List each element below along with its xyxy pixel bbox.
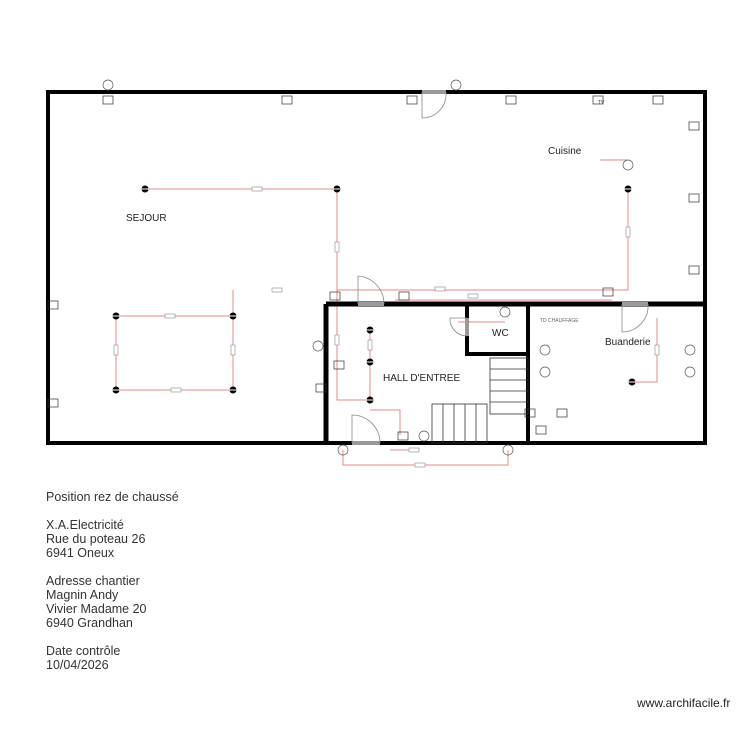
date-value: 10/04/2026	[46, 658, 109, 672]
socket-icon	[47, 300, 59, 310]
ceiling-light-icon	[112, 386, 120, 394]
arrow-icon	[251, 186, 263, 192]
room-label-cuisine: Cuisine	[548, 146, 582, 157]
outlet-icon	[622, 159, 634, 171]
arrow-icon	[271, 287, 283, 293]
arrow-icon	[113, 344, 119, 356]
outlet-icon	[312, 340, 324, 352]
socket-icon	[688, 265, 700, 275]
arrow-icon	[334, 241, 340, 253]
date-label: Date contrôle	[46, 644, 121, 658]
socket-icon	[505, 95, 517, 105]
arrow-icon	[434, 286, 446, 292]
arrow-icon	[230, 344, 236, 356]
company-city: 6941 Oneux	[46, 546, 115, 560]
socket-icon	[524, 408, 536, 418]
website-link[interactable]: www.archifacile.fr	[637, 696, 731, 710]
arrow-icon	[164, 313, 176, 319]
socket-icon	[397, 431, 409, 441]
tv-label: TV	[598, 100, 605, 106]
room-label-hall: HALL D'ENTREE	[383, 373, 460, 384]
socket-icon	[47, 398, 59, 408]
arrow-icon	[654, 344, 660, 356]
wire	[342, 450, 509, 466]
site-label: Adresse chantier	[46, 574, 140, 588]
td-chauffage-label: TD CHAUFFAGE	[540, 318, 579, 324]
site-client: Magnin Andy	[46, 588, 119, 602]
room-label-wc: WC	[492, 328, 509, 339]
ceiling-light-icon	[141, 185, 149, 193]
socket-icon	[688, 121, 700, 131]
arrow-icon	[170, 387, 182, 393]
socket-icon	[592, 95, 604, 105]
outlet-icon	[684, 344, 696, 356]
ceiling-light-icon	[333, 185, 341, 193]
arrow-icon	[625, 226, 631, 238]
socket-icon	[315, 383, 327, 393]
arrow-icon	[334, 334, 340, 346]
outlet-icon	[499, 306, 511, 318]
wire	[115, 290, 234, 391]
ceiling-light-icon	[624, 185, 632, 193]
room-label-buanderie: Buanderie	[605, 337, 651, 348]
socket-icon	[535, 425, 547, 435]
socket-icon	[652, 95, 664, 105]
outlet-icon	[684, 366, 696, 378]
ceiling-light-icon	[229, 312, 237, 320]
arrow-icon	[367, 339, 373, 351]
info-block: Position rez de chaussé X.A.Electricité …	[46, 490, 179, 672]
door-swings	[351, 91, 649, 444]
socket-icon	[556, 408, 568, 418]
wire	[628, 318, 658, 383]
door-openings	[352, 90, 648, 445]
plan-title: Position rez de chaussé	[46, 490, 179, 504]
socket-icon	[406, 95, 418, 105]
wire	[145, 188, 338, 290]
stairs	[431, 357, 529, 444]
site-street: Vivier Madame 20	[46, 602, 147, 616]
wire	[337, 189, 629, 291]
arrow-icon	[408, 447, 420, 453]
socket-icon	[102, 95, 114, 105]
outlet-icon	[102, 79, 114, 91]
socket-icon	[398, 291, 410, 301]
ceiling-light-icon	[229, 386, 237, 394]
electrical-symbols	[47, 79, 700, 468]
company-street: Rue du poteau 26	[46, 532, 146, 546]
outlet-icon	[450, 79, 462, 91]
outlet-icon	[539, 344, 551, 356]
outlet-icon	[418, 430, 430, 442]
ceiling-light-icon	[366, 358, 374, 366]
site-city: 6940 Grandhan	[46, 616, 133, 630]
ceiling-light-icon	[112, 312, 120, 320]
company-name: X.A.Electricité	[46, 518, 124, 532]
room-labels: SEJOUR Cuisine HALL D'ENTREE WC Buanderi…	[126, 100, 651, 384]
outlet-icon	[337, 444, 349, 456]
outlet-icon	[539, 366, 551, 378]
outlet-icon	[502, 444, 514, 456]
socket-icon	[688, 193, 700, 203]
arrow-icon	[414, 462, 426, 468]
room-label-sejour: SEJOUR	[126, 213, 167, 224]
socket-icon	[329, 291, 341, 301]
arrow-icon	[467, 293, 479, 299]
socket-icon	[333, 360, 345, 370]
ceiling-light-icon	[366, 396, 374, 404]
ceiling-light-icon	[628, 378, 636, 386]
wiring	[115, 159, 658, 466]
socket-icon	[602, 287, 614, 297]
ceiling-light-icon	[366, 326, 374, 334]
wire	[370, 409, 401, 435]
socket-icon	[281, 95, 293, 105]
